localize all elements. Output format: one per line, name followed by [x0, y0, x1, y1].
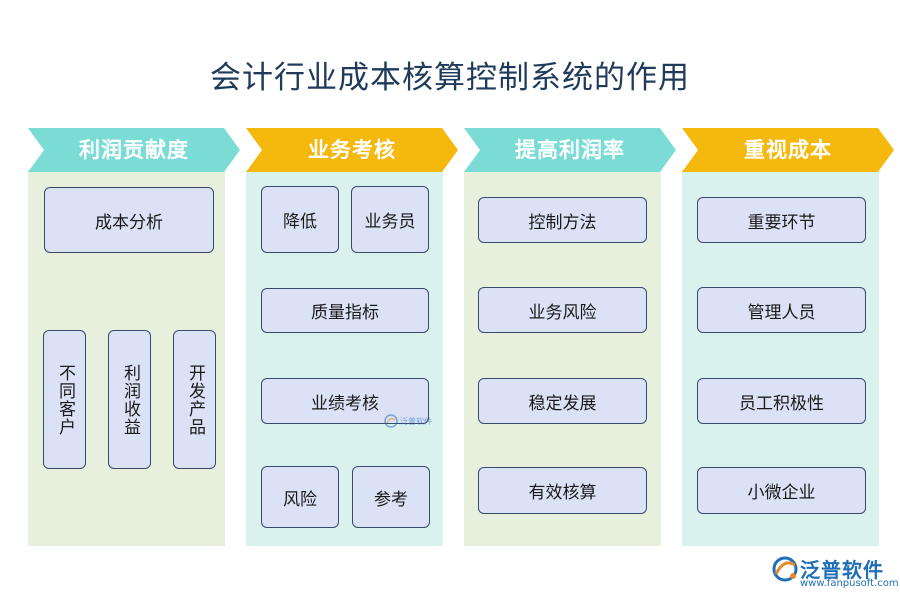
page-title: 会计行业成本核算控制系统的作用	[210, 60, 690, 96]
watermark-center-text: 泛普软件	[400, 416, 432, 426]
column-banner-3: 提高利润率	[464, 128, 676, 172]
chevron-banner-shape	[246, 128, 458, 172]
brand-url: www.fanpusoft.com	[800, 578, 899, 589]
item-box-vertical: 开发产品	[173, 330, 216, 469]
watermark-center: 泛普软件	[384, 412, 438, 430]
item-box-vertical: 不同客户	[43, 330, 86, 469]
item-box: 小微企业	[697, 467, 866, 514]
item-box: 风险	[261, 466, 339, 528]
item-box: 业务风险	[478, 287, 647, 333]
column-heading-2: 业务考核	[308, 137, 396, 162]
fanpu-logo-icon	[384, 414, 398, 428]
item-box: 控制方法	[478, 197, 647, 243]
column-banner-2: 业务考核	[246, 128, 458, 172]
fanpu-logo-icon	[772, 556, 798, 582]
item-box: 管理人员	[697, 287, 866, 333]
column-banner-4: 重视成本	[682, 128, 894, 172]
chevron-banner-shape	[28, 128, 240, 172]
item-box: 降低	[261, 186, 339, 253]
item-box: 稳定发展	[478, 378, 647, 424]
item-box: 有效核算	[478, 467, 647, 514]
item-box-vertical: 利润收益	[108, 330, 151, 469]
item-box: 成本分析	[44, 187, 214, 253]
item-box: 业绩考核	[261, 378, 429, 424]
item-box: 参考	[352, 466, 430, 528]
column-heading-3: 提高利润率	[515, 137, 625, 162]
chevron-banner-shape	[464, 128, 676, 172]
column-heading-1: 利润贡献度	[79, 137, 189, 162]
brand-name: 泛普软件	[800, 558, 884, 582]
column-heading-4: 重视成本	[744, 137, 832, 162]
brand-logo: 泛普软件 www.fanpusoft.com	[770, 554, 899, 594]
item-box: 员工积极性	[697, 378, 866, 424]
item-box: 业务员	[351, 186, 429, 253]
chevron-banner-shape	[682, 128, 894, 172]
item-box: 质量指标	[261, 288, 429, 333]
item-box: 重要环节	[697, 197, 866, 243]
column-banner-1: 利润贡献度	[28, 128, 240, 172]
